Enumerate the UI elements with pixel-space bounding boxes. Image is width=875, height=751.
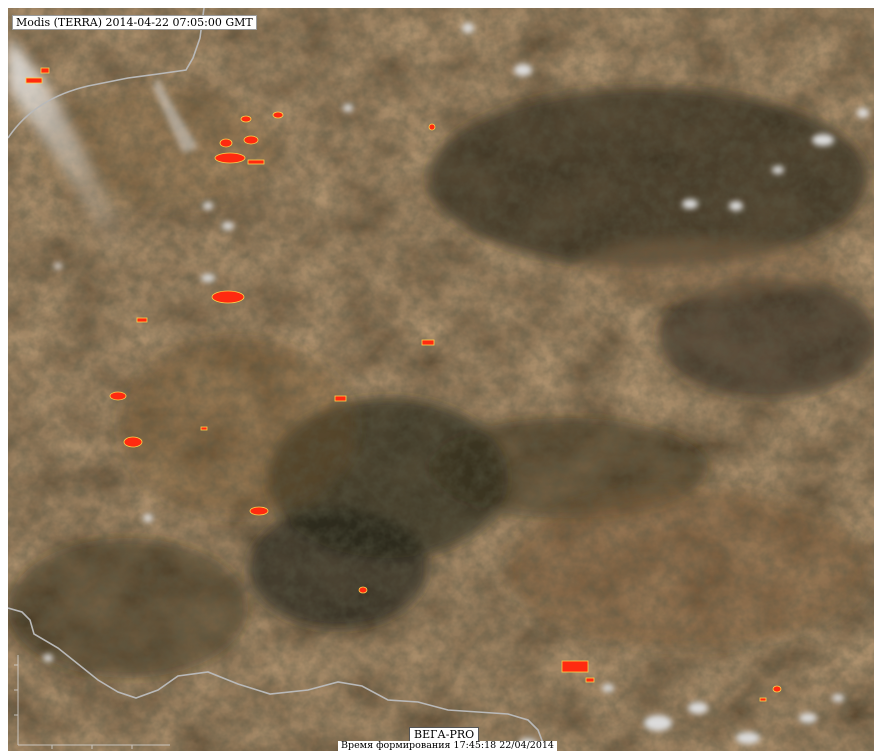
fire-hotspot-icon [334, 395, 347, 402]
fire-hotspot-icon [272, 111, 284, 119]
fire-hotspot-icon [40, 67, 50, 74]
fire-hotspot-icon [759, 697, 767, 702]
satellite-image[interactable] [8, 8, 874, 751]
fire-hotspot-icon [772, 685, 782, 693]
scale-bar-icon [14, 655, 170, 749]
fire-hotspot-icon [214, 152, 246, 164]
fire-hotspot-icon [211, 290, 245, 304]
fire-hotspot-icon [428, 123, 436, 131]
fire-hotspot-icon [25, 77, 43, 84]
fire-hotspot-icon [109, 391, 127, 401]
smoke-plumes [8, 38, 198, 283]
fire-hotspot-icon [136, 317, 148, 323]
fire-hotspot-icon [585, 677, 595, 683]
fire-hotspot-icon [421, 339, 435, 346]
fire-hotspot-icon [243, 135, 259, 145]
acquisition-label: Modis (TERRA) 2014-04-22 07:05:00 GMT [12, 15, 257, 30]
fire-hotspot-icon [249, 506, 269, 516]
cloud-icon [43, 23, 869, 748]
fire-hotspot-icon [123, 436, 143, 448]
fire-hotspot-icon [358, 586, 368, 594]
fire-hotspot-icon [200, 426, 208, 431]
border-lines [8, 8, 547, 751]
fire-hotspot-icon [240, 115, 252, 123]
fire-hotspot-icon [219, 138, 233, 148]
fire-hotspot-icon [247, 159, 265, 165]
generated-timestamp: Время формирования 17:45:18 22/04/2014 [338, 741, 557, 751]
fire-hotspots [25, 67, 782, 702]
terrain-speckle [8, 8, 874, 751]
fire-hotspot-icon [561, 660, 589, 673]
brand-label: ВЕГА-PRO [409, 727, 480, 742]
